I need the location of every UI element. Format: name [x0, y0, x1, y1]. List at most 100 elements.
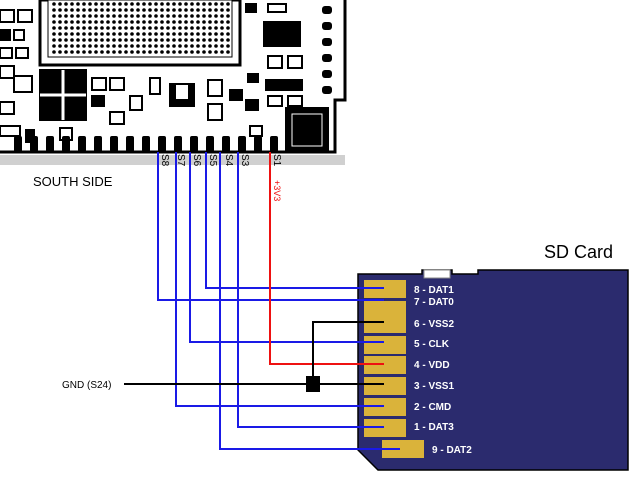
bga-ball — [100, 20, 104, 24]
bga-ball — [118, 50, 122, 54]
bga-ball — [142, 32, 146, 36]
bga-ball — [202, 26, 206, 30]
bga-ball — [190, 8, 194, 12]
bga-ball — [136, 20, 140, 24]
bga-ball — [52, 20, 56, 24]
bga-ball — [202, 32, 206, 36]
bga-ball — [106, 14, 110, 18]
bga-ball — [88, 26, 92, 30]
bga-ball — [142, 2, 146, 6]
bga-ball — [196, 38, 200, 42]
bga-ball — [154, 50, 158, 54]
bga-ball — [190, 26, 194, 30]
bga-ball — [76, 38, 80, 42]
bga-ball — [100, 32, 104, 36]
bga-ball — [82, 50, 86, 54]
bga-ball — [70, 2, 74, 6]
bga-ball — [226, 44, 230, 48]
bga-ball — [202, 20, 206, 24]
bga-ball — [88, 32, 92, 36]
bga-ball — [118, 38, 122, 42]
bga-ball — [214, 44, 218, 48]
bga-ball — [118, 44, 122, 48]
sd-pin-7-label: 7 - DAT0 — [414, 297, 454, 308]
bga-ball — [64, 8, 68, 12]
sd-pin-8-label: 8 - DAT1 — [414, 285, 454, 296]
bga-ball — [136, 14, 140, 18]
bga-ball — [76, 14, 80, 18]
bga-ball — [160, 26, 164, 30]
bga-ball — [214, 38, 218, 42]
bga-ball — [172, 14, 176, 18]
bga-ball — [94, 32, 98, 36]
bga-ball — [106, 2, 110, 6]
bga-ball — [118, 14, 122, 18]
bga-ball — [118, 32, 122, 36]
bga-ball — [124, 14, 128, 18]
bga-ball — [148, 38, 152, 42]
bga-ball — [208, 2, 212, 6]
bga-ball — [214, 32, 218, 36]
bga-ball — [130, 32, 134, 36]
bga-ball — [160, 44, 164, 48]
bga-ball — [160, 32, 164, 36]
bga-ball — [220, 26, 224, 30]
bga-ball — [220, 14, 224, 18]
bga-ball — [226, 50, 230, 54]
signal-wires — [157, 152, 400, 450]
bga-ball — [148, 32, 152, 36]
bga-ball — [196, 44, 200, 48]
bga-ball — [58, 14, 62, 18]
bga-ball — [220, 32, 224, 36]
bga-ball — [64, 2, 68, 6]
bga-ball — [196, 26, 200, 30]
bga-ball — [142, 38, 146, 42]
bga-ball — [160, 8, 164, 12]
bga-ball — [184, 14, 188, 18]
bga-ball — [124, 32, 128, 36]
bga-ball — [136, 32, 140, 36]
bga-ball — [94, 44, 98, 48]
bga-ball — [70, 50, 74, 54]
bga-ball — [94, 2, 98, 6]
bga-ball — [202, 8, 206, 12]
bga-ball — [106, 20, 110, 24]
bga-ball — [190, 14, 194, 18]
bga-ball — [184, 50, 188, 54]
bga-ball — [214, 50, 218, 54]
bga-ball — [70, 14, 74, 18]
bga-ball — [76, 50, 80, 54]
pin-label-s8: S8 — [159, 154, 170, 167]
bga-ball — [124, 20, 128, 24]
bga-ball — [118, 8, 122, 12]
bga-ball — [142, 20, 146, 24]
south-pin-labels: S8 S7 S6 S5 S4 S3 S1 — [159, 154, 282, 167]
bga-ball — [88, 14, 92, 18]
bga-ball — [226, 26, 230, 30]
bga-ball — [202, 44, 206, 48]
sd-card-title: SD Card — [544, 242, 613, 262]
bga-ball — [118, 2, 122, 6]
bga-ball — [106, 50, 110, 54]
bga-ball — [130, 20, 134, 24]
bga-ball — [58, 26, 62, 30]
bga-ball — [52, 44, 56, 48]
bga-ball — [76, 20, 80, 24]
pad-column-right — [322, 6, 332, 94]
bga-ball — [52, 26, 56, 30]
bga-ball — [76, 26, 80, 30]
bga-ball — [178, 32, 182, 36]
bga-ball — [58, 20, 62, 24]
sd-pin-2-label: 2 - CMD — [414, 402, 451, 413]
sd-pin-4-label: 4 - VDD — [414, 360, 450, 371]
bga-ball — [148, 2, 152, 6]
bga-ball — [142, 8, 146, 12]
bga-ball — [208, 38, 212, 42]
bga-ball — [100, 26, 104, 30]
bga-ball — [82, 38, 86, 42]
bga-ball — [82, 20, 86, 24]
bga-ball — [226, 38, 230, 42]
bga-ball — [64, 44, 68, 48]
bga-ball — [58, 2, 62, 6]
bga-ball — [190, 44, 194, 48]
